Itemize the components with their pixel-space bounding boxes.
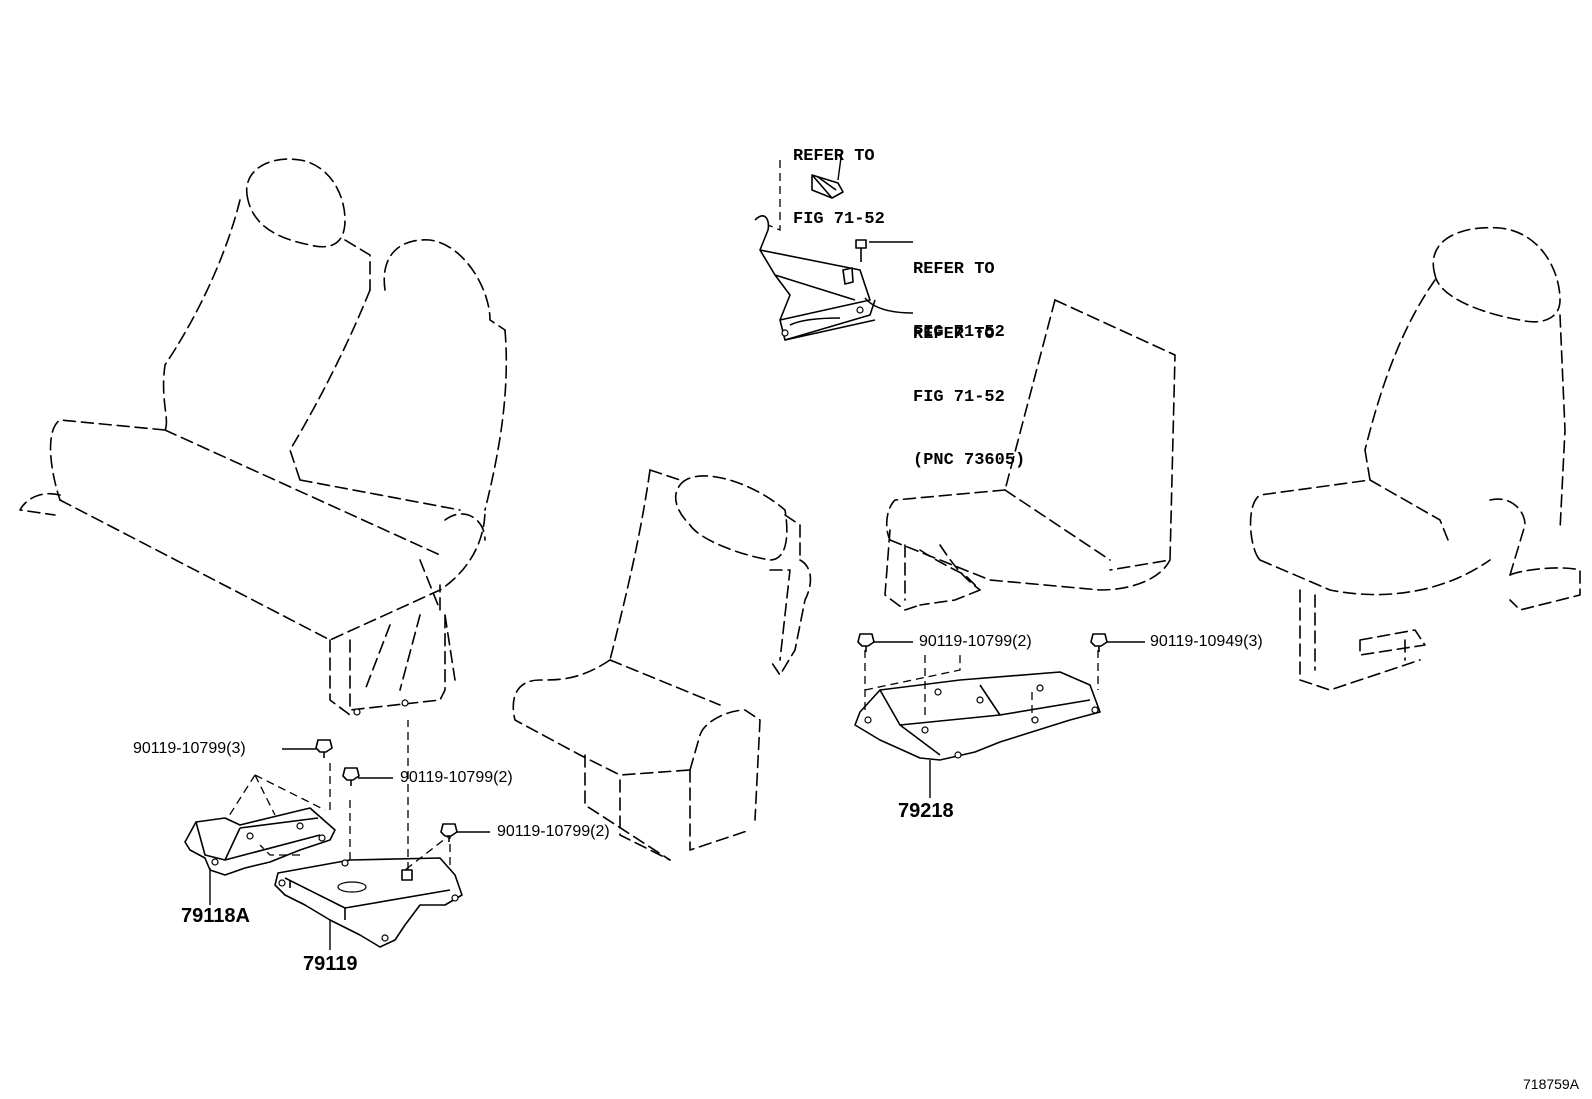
top-bracket-assembly bbox=[754, 160, 876, 341]
left-bench-seat-outline bbox=[19, 158, 508, 716]
refer-label-1-line1: REFER TO bbox=[793, 147, 875, 166]
bolt-label-2: 90119-10799(2) bbox=[400, 769, 513, 786]
refer-label-3: REFER TO FIG 71-52 (PNC 73605) bbox=[913, 282, 1025, 492]
part-79119-plate bbox=[259, 720, 463, 950]
figure-id: 718759A bbox=[1523, 1076, 1580, 1092]
refer-leader-1 bbox=[837, 149, 843, 181]
refer-label-2-line1: REFER TO bbox=[913, 260, 995, 279]
part-79218-plate bbox=[854, 650, 1101, 798]
refer-label-1-line2: FIG 71-52 bbox=[793, 210, 885, 229]
bolt-label-1: 90119-10799(3) bbox=[133, 740, 246, 757]
part-79118A-bracket bbox=[184, 774, 336, 905]
refer-label-3-line1: REFER TO bbox=[913, 325, 995, 344]
right-center-seat-outline bbox=[884, 299, 1176, 611]
part-number-79118A: 79118A bbox=[181, 905, 250, 927]
refer-label-2: REFER TO FIG 71-52 bbox=[913, 217, 1005, 364]
part-number-79119: 79119 bbox=[303, 953, 358, 975]
refer-label-3-line2: FIG 71-52 bbox=[913, 388, 1005, 407]
bolt-icons-right bbox=[857, 633, 1145, 652]
refer-label-3-line3: (PNC 73605) bbox=[913, 451, 1026, 470]
refer-label-2-line2: FIG 71-52 bbox=[913, 323, 1005, 342]
refer-leader-3 bbox=[864, 297, 914, 314]
bolt-label-5: 90119-10949(3) bbox=[1150, 633, 1263, 650]
bolt-label-3: 90119-10799(2) bbox=[497, 823, 610, 840]
bolt-icons-left bbox=[282, 739, 490, 842]
right-seat-outline bbox=[1249, 226, 1581, 691]
bolt-label-4: 90119-10799(2) bbox=[919, 633, 1032, 650]
center-folded-seat-outline bbox=[512, 469, 812, 861]
refer-label-1: REFER TO FIG 71-52 bbox=[793, 104, 885, 251]
part-number-79218: 79218 bbox=[898, 800, 954, 822]
